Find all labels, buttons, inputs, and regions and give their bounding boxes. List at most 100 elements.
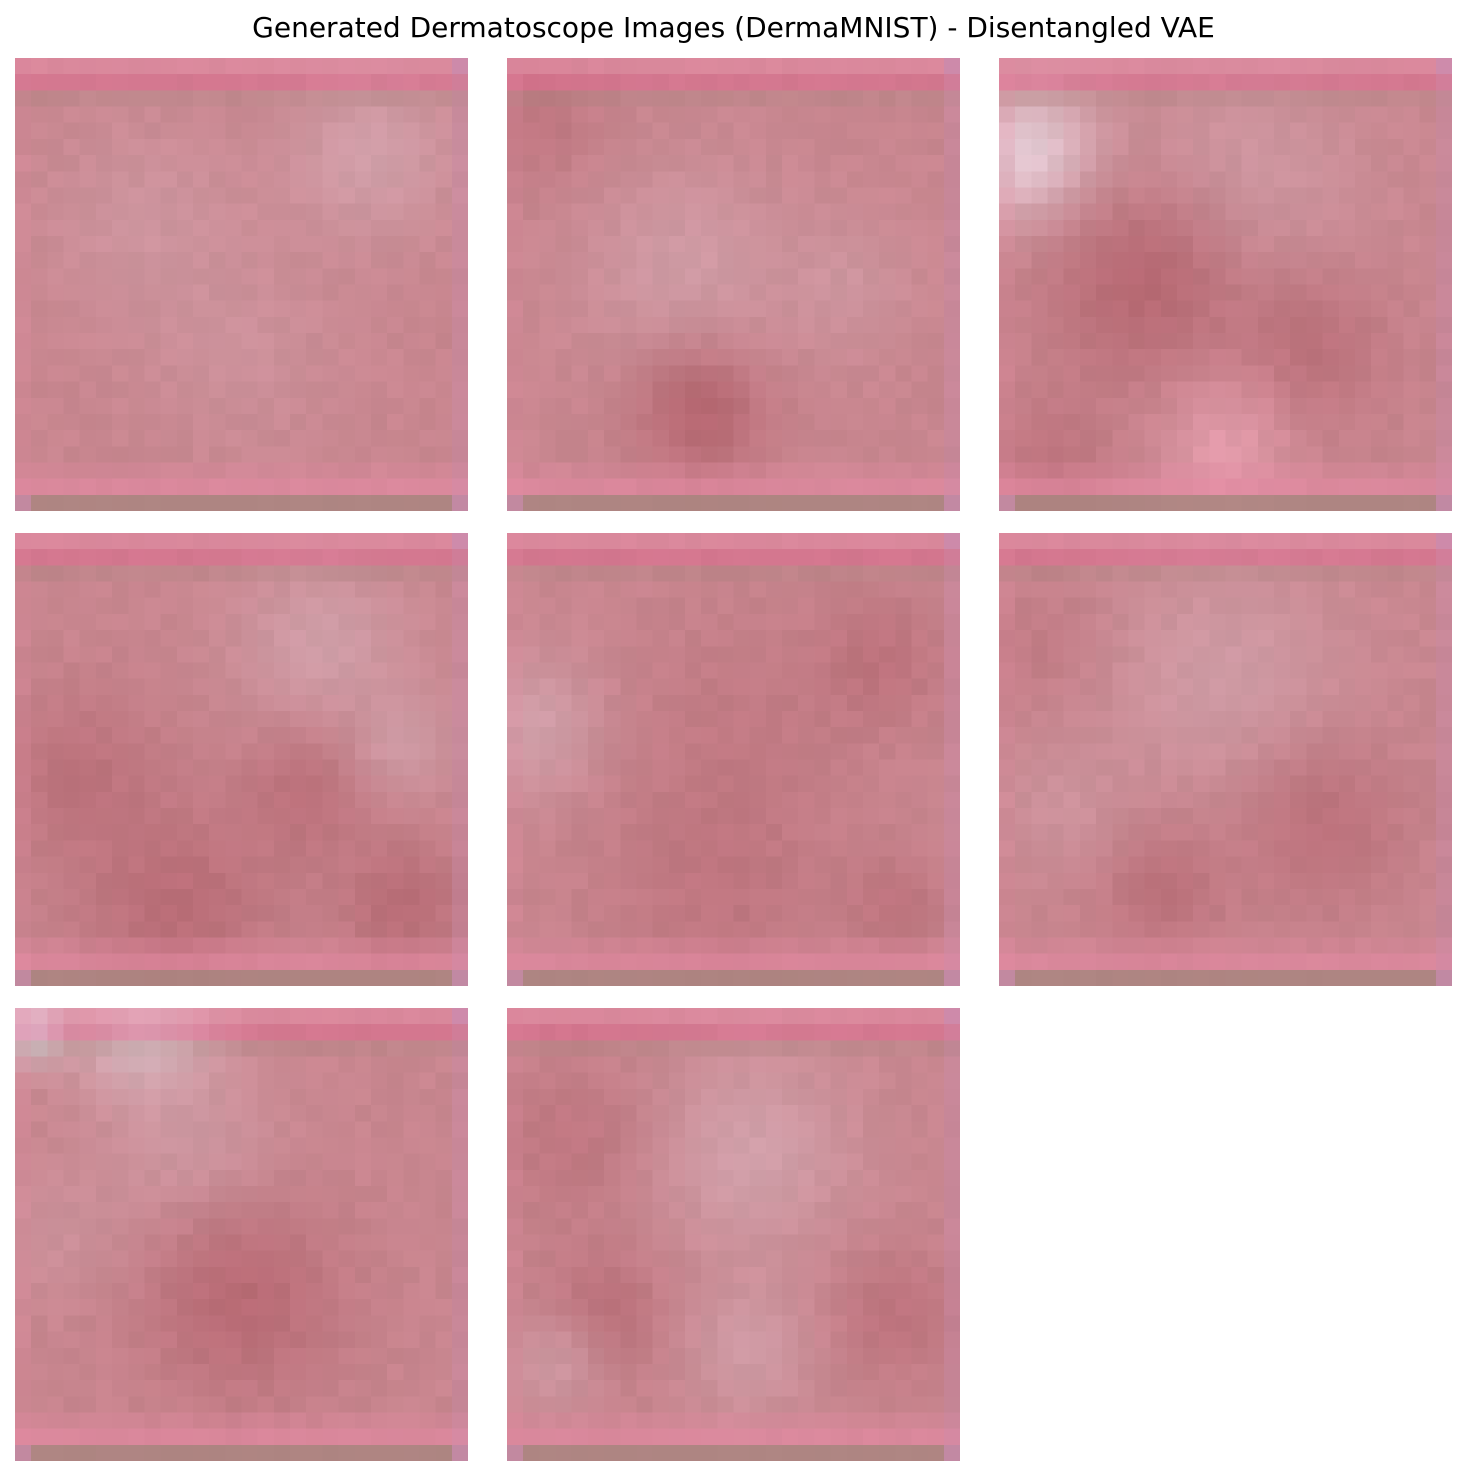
sample-pixel bbox=[879, 678, 896, 696]
sample-pixel bbox=[338, 1137, 356, 1154]
sample-pixel bbox=[999, 462, 1016, 479]
sample-pixel bbox=[636, 613, 653, 631]
sample-pixel bbox=[555, 268, 573, 285]
sample-pixel bbox=[419, 300, 436, 318]
sample-pixel bbox=[879, 905, 896, 922]
sample-pixel bbox=[636, 969, 653, 986]
sample-pixel bbox=[63, 969, 81, 986]
sample-pixel bbox=[322, 106, 339, 124]
sample-pixel bbox=[160, 710, 178, 728]
sample-pixel bbox=[209, 953, 226, 971]
sample-pixel bbox=[241, 613, 259, 631]
sample-pixel bbox=[31, 381, 48, 399]
sample-pixel bbox=[765, 446, 783, 463]
sample-pixel bbox=[47, 921, 64, 938]
sample-pixel bbox=[1257, 413, 1275, 431]
sample-pixel bbox=[1063, 905, 1081, 922]
sample-pixel bbox=[701, 872, 718, 890]
sample-pixel bbox=[79, 58, 97, 75]
sample-pixel bbox=[1063, 710, 1081, 728]
sample-pixel bbox=[1096, 171, 1113, 188]
sample-pixel bbox=[1419, 138, 1437, 156]
sample-pixel bbox=[571, 284, 589, 302]
sample-pixel bbox=[1241, 872, 1259, 890]
sample-pixel bbox=[1419, 710, 1437, 728]
sample-pixel bbox=[1354, 494, 1372, 511]
sample-pixel bbox=[782, 494, 799, 511]
sample-pixel bbox=[846, 316, 864, 334]
sample-pixel bbox=[435, 710, 453, 728]
sample-pixel bbox=[290, 58, 307, 75]
sample-pixel bbox=[1225, 252, 1243, 269]
sample-pixel bbox=[1144, 581, 1162, 599]
sample-pixel bbox=[241, 1056, 259, 1074]
sample-pixel bbox=[419, 494, 436, 511]
sample-pixel bbox=[539, 727, 556, 744]
sample-pixel bbox=[830, 597, 848, 615]
sample-pixel bbox=[1257, 597, 1275, 615]
sample-pixel bbox=[1257, 694, 1275, 712]
sample-pixel bbox=[749, 446, 767, 463]
sample-pixel bbox=[1176, 333, 1194, 350]
sample-pixel bbox=[1322, 494, 1340, 511]
sample-pixel bbox=[798, 203, 815, 221]
sample-pixel bbox=[451, 1024, 468, 1041]
sample-pixel bbox=[322, 203, 339, 221]
sample-pixel bbox=[370, 1153, 388, 1171]
sample-pixel bbox=[1015, 549, 1032, 566]
sample-pixel bbox=[451, 1072, 468, 1090]
sample-pixel bbox=[451, 90, 468, 107]
sample-pixel bbox=[1112, 171, 1129, 188]
sample-pixel bbox=[1209, 872, 1226, 890]
sample-pixel bbox=[1128, 662, 1145, 679]
sample-pixel bbox=[1387, 187, 1404, 204]
sample-pixel bbox=[370, 235, 388, 253]
sample-pixel bbox=[798, 219, 815, 237]
sample-pixel bbox=[846, 397, 864, 415]
sample-pixel bbox=[765, 775, 783, 793]
sample-pixel bbox=[701, 106, 718, 124]
sample-pixel bbox=[507, 284, 524, 302]
sample-pixel bbox=[862, 74, 880, 91]
sample-pixel bbox=[1225, 646, 1243, 663]
sample-pixel bbox=[1241, 840, 1259, 857]
sample-pixel bbox=[668, 316, 686, 334]
sample-pixel bbox=[257, 565, 275, 582]
sample-pixel bbox=[1063, 284, 1081, 302]
sample-pixel bbox=[387, 106, 404, 124]
sample-pixel bbox=[47, 1072, 64, 1090]
sample-pixel bbox=[782, 581, 799, 599]
sample-pixel bbox=[1193, 268, 1210, 285]
sample-pixel bbox=[225, 268, 242, 285]
sample-pixel bbox=[338, 397, 356, 415]
sample-pixel bbox=[1322, 462, 1340, 479]
sample-pixel bbox=[733, 268, 751, 285]
sample-pixel bbox=[555, 953, 573, 971]
sample-pixel bbox=[192, 106, 210, 124]
sample-pixel bbox=[354, 235, 372, 253]
sample-pixel bbox=[1096, 791, 1113, 809]
sample-pixel bbox=[895, 678, 912, 696]
sample-pixel bbox=[1274, 235, 1291, 253]
sample-pixel bbox=[927, 300, 945, 318]
sample-pixel bbox=[830, 824, 848, 841]
sample-pixel bbox=[1241, 316, 1259, 334]
sample-pixel bbox=[1290, 630, 1307, 647]
sample-pixel bbox=[620, 565, 637, 582]
sample-pixel bbox=[176, 662, 194, 679]
sample-pixel bbox=[604, 155, 621, 172]
sample-pixel bbox=[273, 1024, 291, 1041]
sample-pixel bbox=[733, 565, 751, 582]
sample-pixel bbox=[636, 840, 653, 857]
sample-pixel bbox=[338, 235, 356, 253]
sample-pixel bbox=[257, 905, 275, 922]
sample-pixel bbox=[257, 397, 275, 415]
sample-pixel bbox=[112, 462, 129, 479]
sample-pixel bbox=[1371, 413, 1388, 431]
sample-pixel bbox=[1241, 824, 1259, 841]
sample-pixel bbox=[144, 333, 161, 350]
sample-pixel bbox=[31, 533, 48, 550]
sample-pixel bbox=[571, 856, 589, 874]
sample-pixel bbox=[798, 155, 815, 172]
sample-pixel bbox=[1096, 743, 1113, 760]
